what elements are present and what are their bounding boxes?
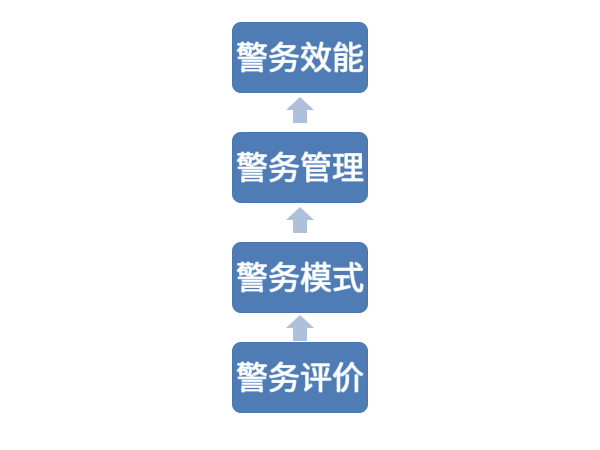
arrow-up-icon (286, 315, 314, 341)
flow-node-police-efficiency[interactable]: 警务效能 (232, 22, 368, 93)
flow-node-police-model[interactable]: 警务模式 (232, 242, 368, 313)
arrow-up-icon (286, 207, 314, 233)
arrow-up-icon (286, 97, 314, 123)
flow-node-police-management[interactable]: 警务管理 (232, 132, 368, 203)
flow-node-police-evaluation[interactable]: 警务评价 (232, 342, 368, 413)
flow-node-label: 警务效能 (235, 38, 364, 77)
flow-node-label: 警务管理 (235, 148, 364, 187)
flow-node-label: 警务评价 (235, 358, 364, 397)
flow-node-label: 警务模式 (235, 258, 364, 297)
